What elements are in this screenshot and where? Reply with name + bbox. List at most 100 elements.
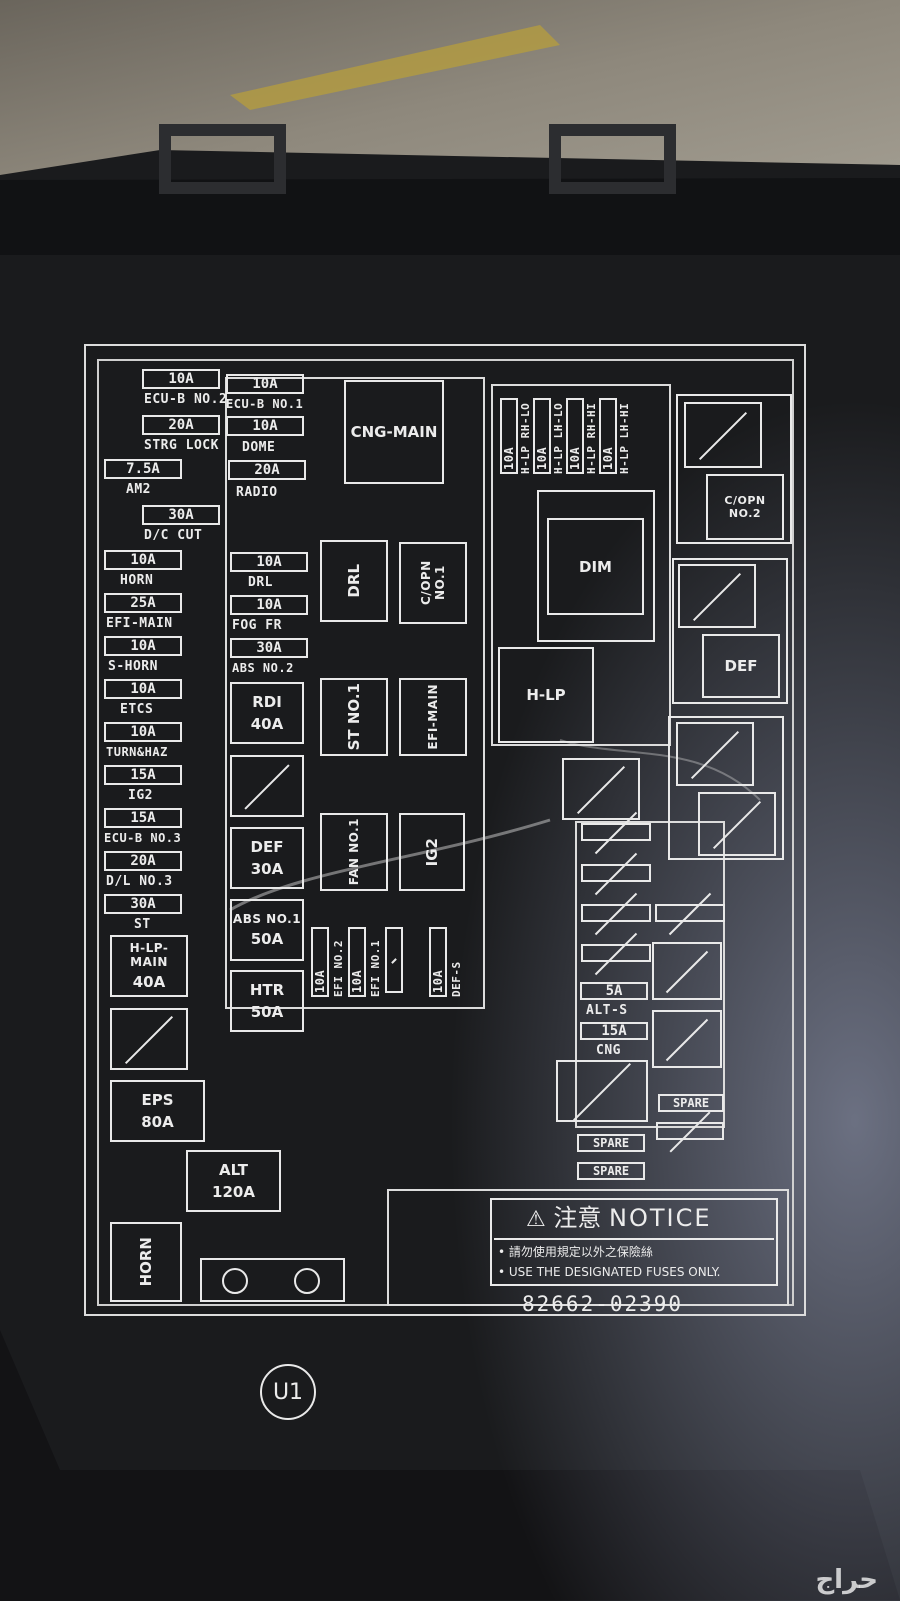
- relay-def-label: DEF: [724, 657, 758, 675]
- relay-ig2-label: IG2: [423, 837, 441, 867]
- fuse-eps: EPS 80A: [110, 1080, 205, 1142]
- relay-slot-br-1: [676, 722, 754, 786]
- relay-ig2: IG2: [399, 813, 465, 891]
- mount-hole-left: [222, 1268, 248, 1294]
- fuse-hlp-rh-lo-amps: 10A: [500, 398, 518, 474]
- fuse-ig2-label: IG2: [128, 788, 153, 803]
- relay-frame-top-right: [676, 394, 792, 544]
- fuse-abs-no2-amps: 30A: [230, 638, 308, 658]
- relay-cng-main: CNG-MAIN: [344, 380, 444, 484]
- fuse-hlp-rh-lo-label: H-LP RH-LO: [519, 402, 532, 474]
- relay-c-opn-no2: C/OPN NO.2: [706, 474, 784, 540]
- relay-fan-no1: FAN NO.1: [320, 813, 388, 891]
- relay-c-opn-no1-label: C/OPN NO.1: [419, 560, 447, 606]
- fuse-dl-no3-amps: 20A: [104, 851, 182, 871]
- fuse-hlp-lh-hi-amps: 10A: [599, 398, 617, 474]
- fuse-ecu-b-no2-label: ECU-B NO.2: [144, 392, 228, 407]
- relay-slot-cluster-top: [562, 758, 640, 820]
- fuse-alt: ALT 120A: [186, 1150, 281, 1212]
- fuse-cng-amps: 15A: [580, 1022, 648, 1040]
- relay-slot-br-2: [698, 792, 776, 856]
- fuse-ecu-b-no2-amps: 10A: [142, 369, 220, 389]
- relay-slot-cluster-low: [652, 1010, 722, 1068]
- relay-h-lp-label: H-LP: [526, 686, 566, 704]
- fuse-strg-lock-label: STRG LOCK: [144, 438, 219, 453]
- notice-title-row: ⚠ 注意 NOTICE: [526, 1206, 712, 1231]
- fuse-efi-main-amps: 25A: [104, 593, 182, 613]
- fuse-htr-amps: 50A: [250, 1003, 284, 1021]
- relay-def: DEF: [702, 634, 780, 698]
- fuse-horn-label: HORN: [120, 573, 154, 588]
- fuse-etcs-amps: 10A: [104, 679, 182, 699]
- notice-line-2: • USE THE DESIGNATED FUSES ONLY.: [498, 1265, 721, 1279]
- fuse-dc-cut-amps: 30A: [142, 505, 220, 525]
- relay-slot-def-top: [678, 564, 756, 628]
- fuse-def-s-amps: 10A: [429, 927, 447, 997]
- relay-slot-cluster-mid: [652, 942, 722, 1000]
- fuse-turn-haz-label: TURN&HAZ: [106, 745, 168, 759]
- fuse-def-s-label: DEF-S: [450, 961, 463, 997]
- fuse-def-amps: 30A: [250, 860, 284, 878]
- relay-frame-def: [672, 558, 788, 704]
- relay-slot-left: [110, 1008, 188, 1070]
- fuse-hlp-rh-hi-label: H-LP RH-HI: [585, 402, 598, 474]
- relay-efi-main: EFI-MAIN: [399, 678, 467, 756]
- fuse-htr-label: HTR: [249, 981, 285, 999]
- fuse-eps-label: EPS: [141, 1091, 174, 1109]
- fuse-abs-no1-label: ABS NO.1: [232, 912, 302, 926]
- relay-slot-mid: [230, 755, 304, 817]
- fuse-efi-no2-amps: 10A: [311, 927, 329, 997]
- relay-slot-cluster-bottom: [556, 1060, 648, 1122]
- fuse-h-lp-main-amps: 40A: [132, 973, 166, 991]
- fuse-efi-main-label: EFI-MAIN: [106, 616, 173, 631]
- relay-dim: DIM: [547, 518, 644, 615]
- headlamp-fuses: 10A H-LP RH-LO 10A H-LP LH-LO 10A H-LP R…: [500, 398, 631, 474]
- spare-fuse-1: SPARE: [658, 1094, 724, 1112]
- mold-mark: U1: [260, 1364, 316, 1420]
- fuse-alt-amps: 120A: [212, 1183, 255, 1201]
- fuse-ecu-b-no3-label: ECU-B NO.3: [104, 831, 182, 845]
- fuse-rdi-label: RDI: [252, 693, 282, 711]
- fuse-hlp-lh-lo-label: H-LP LH-LO: [552, 402, 565, 474]
- spare-fuse-2: SPARE: [577, 1134, 645, 1152]
- mini-fuse-slot-1: [581, 823, 651, 841]
- fuse-efi-no1-amps: 10A: [348, 927, 366, 997]
- relay-dim-frame: [537, 490, 655, 642]
- fuse-alt-label: ALT: [219, 1161, 248, 1179]
- fuse-efi-no1-label: EFI NO.1: [369, 940, 382, 997]
- fuse-st-label: ST: [134, 917, 151, 932]
- relay-st-no1: ST NO.1: [320, 678, 388, 756]
- fuse-abs-no2-label: ABS NO.2: [232, 661, 294, 675]
- fuse-abs-no1-amps: 50A: [250, 930, 284, 948]
- relay-st-no1-label: ST NO.1: [345, 683, 363, 751]
- fuse-turn-haz-amps: 10A: [104, 722, 182, 742]
- fuse-s-horn-label: S-HORN: [108, 659, 158, 674]
- relay-drl-label: DRL: [345, 564, 363, 598]
- relay-efi-main-label: EFI-MAIN: [426, 684, 440, 750]
- haraj-watermark-logo: حراج: [815, 1565, 878, 1595]
- notice-line-1: • 請勿使用規定以外之保險絲: [498, 1245, 653, 1259]
- fuse-alt-s-amps: 5A: [580, 982, 648, 1000]
- fuse-cng-label: CNG: [596, 1043, 621, 1058]
- fuse-dc-cut-label: D/C CUT: [144, 528, 203, 543]
- warning-triangle-icon: ⚠: [526, 1207, 546, 1232]
- fuse-horn-amps: 10A: [104, 550, 182, 570]
- fuse-abs-no1: ABS NO.1 50A: [230, 899, 304, 961]
- fuse-h-lp-main: H-LP-MAIN 40A: [110, 935, 188, 997]
- fuse-fog-fr-amps: 10A: [230, 595, 308, 615]
- relay-dim-label: DIM: [579, 557, 612, 576]
- notice-box: ⚠ 注意 NOTICE • 請勿使用規定以外之保險絲 • USE THE DES…: [490, 1198, 778, 1286]
- fuse-ecu-b-no3-amps: 15A: [104, 808, 182, 828]
- fuse-ecu-b-no1-amps: 10A: [226, 374, 304, 394]
- fuse-fog-fr-label: FOG FR: [232, 618, 282, 633]
- mount-holes-block: [200, 1258, 345, 1302]
- fuse-dome-amps: 10A: [226, 416, 304, 436]
- fuse-am2-label: AM2: [126, 482, 151, 497]
- relay-c-opn-no2-label: C/OPN NO.2: [724, 494, 766, 520]
- small-vertical-fuses: 10A EFI NO.2 10A EFI NO.1 10A DEF-S: [311, 927, 463, 997]
- mini-fuse-slot-5: [581, 944, 651, 962]
- fuse-dome-label: DOME: [242, 440, 276, 455]
- mount-hole-right: [294, 1268, 320, 1294]
- mini-fuse-slot-2: [581, 864, 651, 882]
- fuse-drl-amps: 10A: [230, 552, 308, 572]
